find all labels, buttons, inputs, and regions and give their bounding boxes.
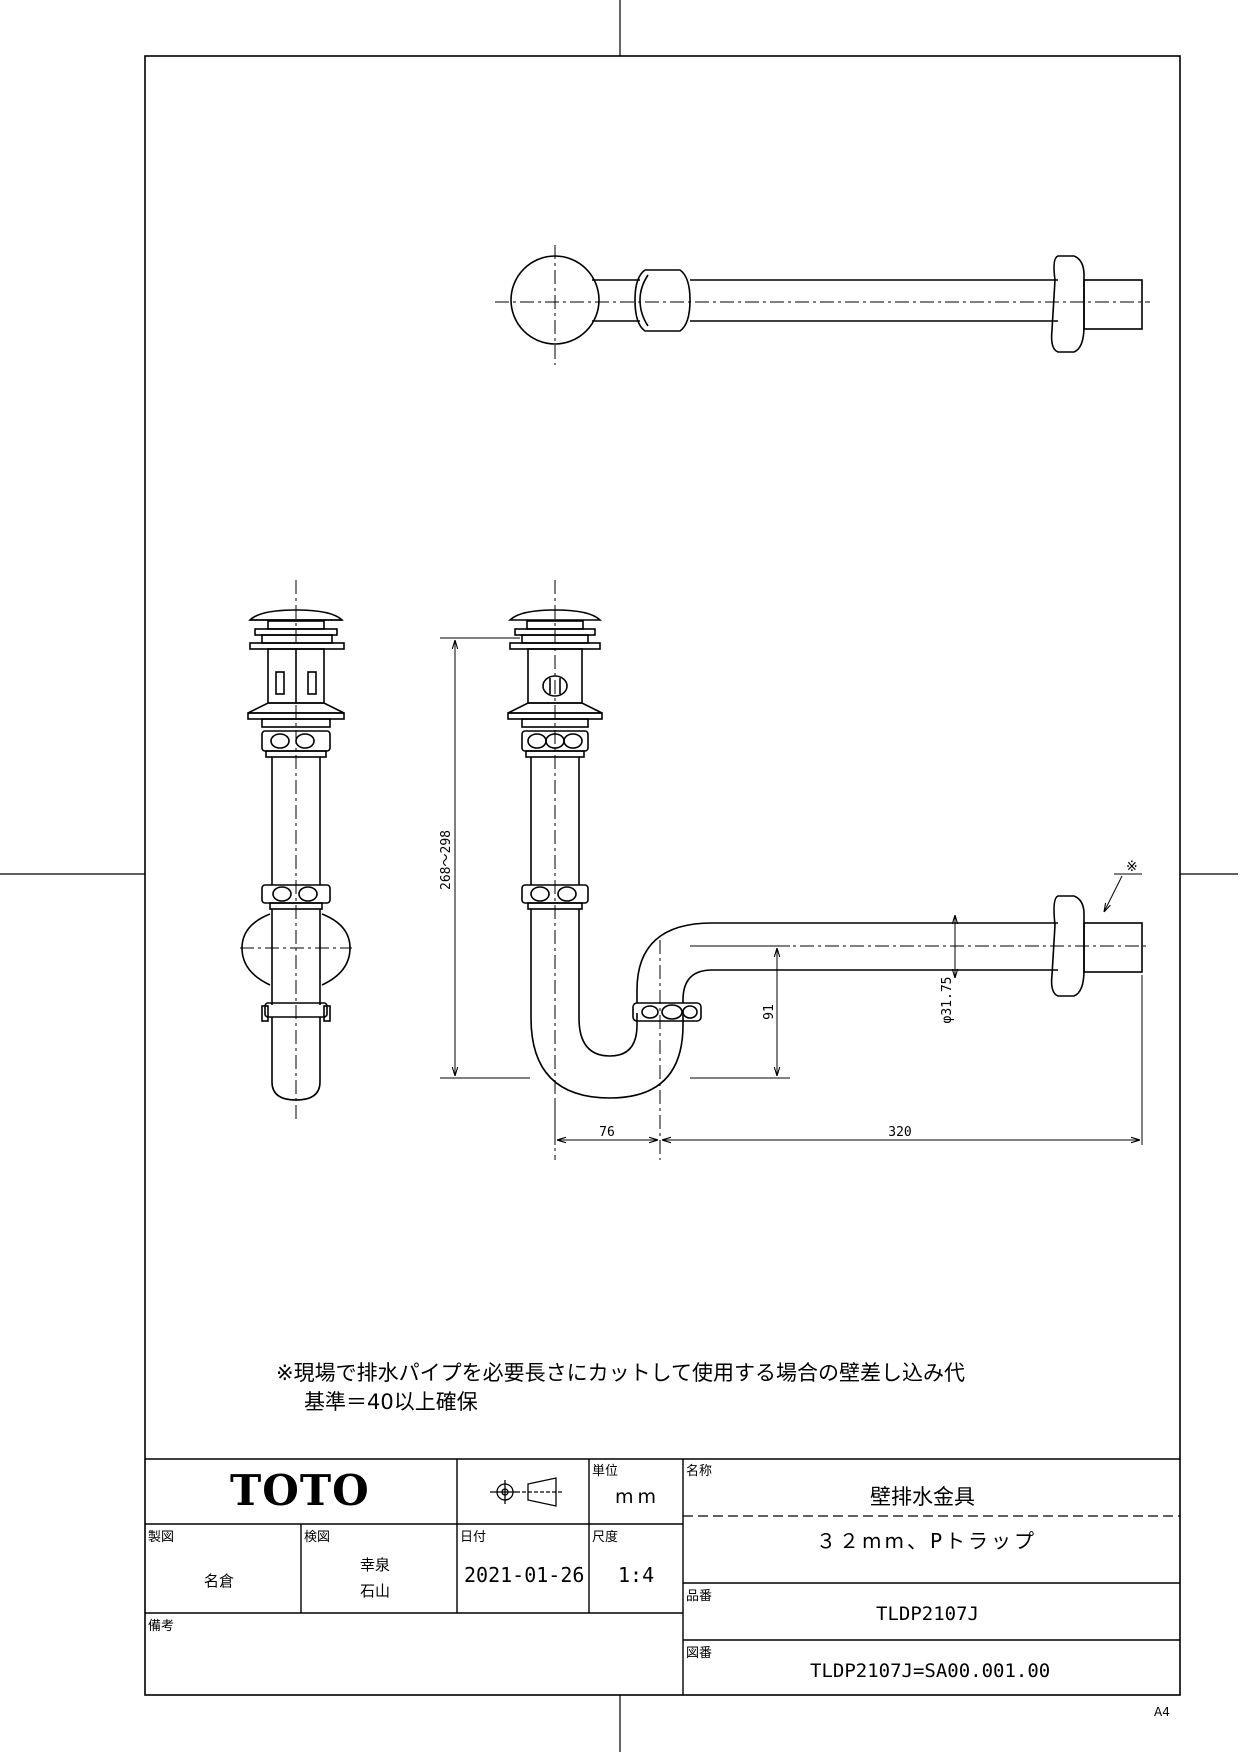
brand-logo: TOTO — [230, 1466, 370, 1515]
checked-value-1: 幸泉 — [360, 1556, 391, 1574]
dim-note-mark: ※ — [1126, 859, 1138, 875]
dim-pipe-diameter: φ31.75 — [940, 977, 955, 1024]
spec-value: ３２mm、Pトラップ — [816, 1529, 1038, 1553]
dim-trap-depth: 91 — [762, 1004, 777, 1020]
unit-label: 単位 — [592, 1464, 619, 1479]
drawing-number-label: 図番 — [686, 1646, 713, 1661]
checked-label: 検図 — [304, 1530, 331, 1545]
part-label: 品番 — [686, 1589, 713, 1604]
unit-value: mm — [615, 1486, 661, 1508]
date-label: 日付 — [460, 1530, 487, 1545]
cut-note: ※現場で排水パイプを必要長さにカットして使用する場合の壁差し込み代 基準＝40以… — [276, 1361, 965, 1414]
paper-size: A4 — [1154, 1705, 1170, 1719]
note-line-2: 基準＝40以上確保 — [304, 1390, 478, 1414]
remarks-label: 備考 — [148, 1619, 175, 1634]
dim-wall-distance: 320 — [888, 1125, 911, 1140]
projection-symbol — [490, 1477, 562, 1507]
checked-value-2: 石山 — [360, 1582, 391, 1600]
dim-height-range: 268～298 — [439, 830, 454, 890]
date-value: 2021-01-26 — [464, 1563, 585, 1587]
drawn-label: 製図 — [148, 1530, 175, 1545]
side-view-centerlines — [240, 580, 352, 1122]
drawing-number-value: TLDP2107J=SA00.001.00 — [810, 1660, 1051, 1682]
part-value: TLDP2107J — [876, 1603, 979, 1625]
dimension-lines — [440, 637, 1143, 1145]
front-view — [507, 609, 1143, 1099]
drawn-value: 名倉 — [204, 1572, 235, 1590]
name-value: 壁排水金具 — [870, 1485, 975, 1509]
name-label: 名称 — [686, 1464, 713, 1479]
title-block-grid — [145, 1458, 1180, 1695]
scale-label: 尺度 — [592, 1530, 619, 1545]
top-view-centerlines — [495, 245, 1150, 365]
dim-trap-offset: 76 — [599, 1125, 615, 1140]
note-line-1: ※現場で排水パイプを必要長さにカットして使用する場合の壁差し込み代 — [276, 1361, 965, 1385]
dimension-texts: 268～298 91 φ31.75 76 320 ※ — [439, 830, 1138, 1140]
scale-value: 1:4 — [618, 1563, 655, 1587]
front-view-centerlines — [554, 580, 1150, 1160]
top-view — [510, 255, 1143, 353]
